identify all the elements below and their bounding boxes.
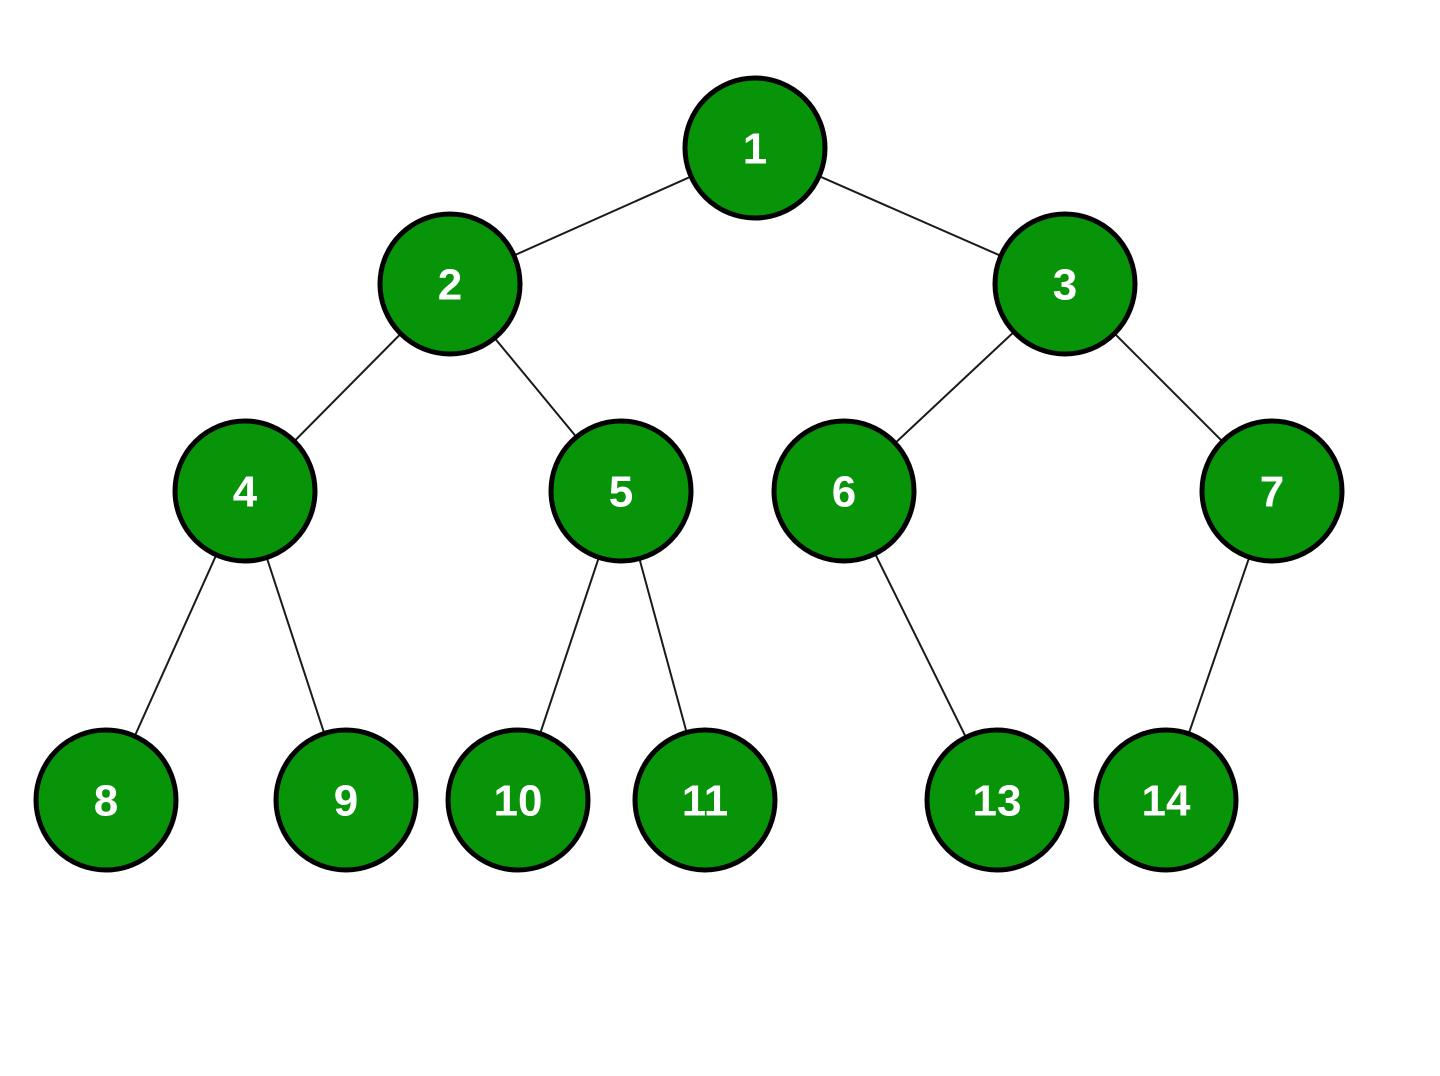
tree-node-label-8: 8 <box>94 776 118 825</box>
tree-node-circle-8 <box>33 727 179 873</box>
tree-node-14: 14 <box>1093 727 1239 873</box>
tree-node-9: 9 <box>273 727 419 873</box>
tree-node-label-7: 7 <box>1260 467 1284 516</box>
tree-node-label-5: 5 <box>609 467 633 516</box>
tree-node-circle-14 <box>1093 727 1239 873</box>
tree-node-3: 3 <box>992 211 1138 357</box>
tree-node-label-10: 10 <box>494 776 543 825</box>
tree-node-1: 1 <box>682 75 828 221</box>
tree-node-circle-9 <box>273 727 419 873</box>
tree-node-circle-3 <box>992 211 1138 357</box>
tree-node-circle-6 <box>771 418 917 564</box>
tree-node-label-11: 11 <box>682 776 729 825</box>
tree-node-label-6: 6 <box>832 467 856 516</box>
tree-node-4: 4 <box>172 418 318 564</box>
tree-node-circle-1 <box>682 75 828 221</box>
tree-node-7: 7 <box>1199 418 1345 564</box>
tree-node-11: 11 <box>632 727 778 873</box>
tree-node-label-14: 14 <box>1142 776 1191 825</box>
tree-node-13: 13 <box>924 727 1070 873</box>
tree-node-circle-10 <box>445 727 591 873</box>
tree-node-circle-2 <box>377 211 523 357</box>
tree-node-label-9: 9 <box>334 776 358 825</box>
tree-node-circle-5 <box>548 418 694 564</box>
tree-node-circle-13 <box>924 727 1070 873</box>
tree-node-2: 2 <box>377 211 523 357</box>
tree-node-label-4: 4 <box>233 467 258 516</box>
tree-node-label-3: 3 <box>1053 260 1077 309</box>
tree-node-circle-7 <box>1199 418 1345 564</box>
tree-node-10: 10 <box>445 727 591 873</box>
tree-node-circle-11 <box>632 727 778 873</box>
tree-node-6: 6 <box>771 418 917 564</box>
tree-node-8: 8 <box>33 727 179 873</box>
tree-node-5: 5 <box>548 418 694 564</box>
tree-node-label-13: 13 <box>973 776 1022 825</box>
tree-node-label-1: 1 <box>743 124 767 173</box>
tree-node-label-2: 2 <box>438 260 462 309</box>
tree-node-circle-4 <box>172 418 318 564</box>
